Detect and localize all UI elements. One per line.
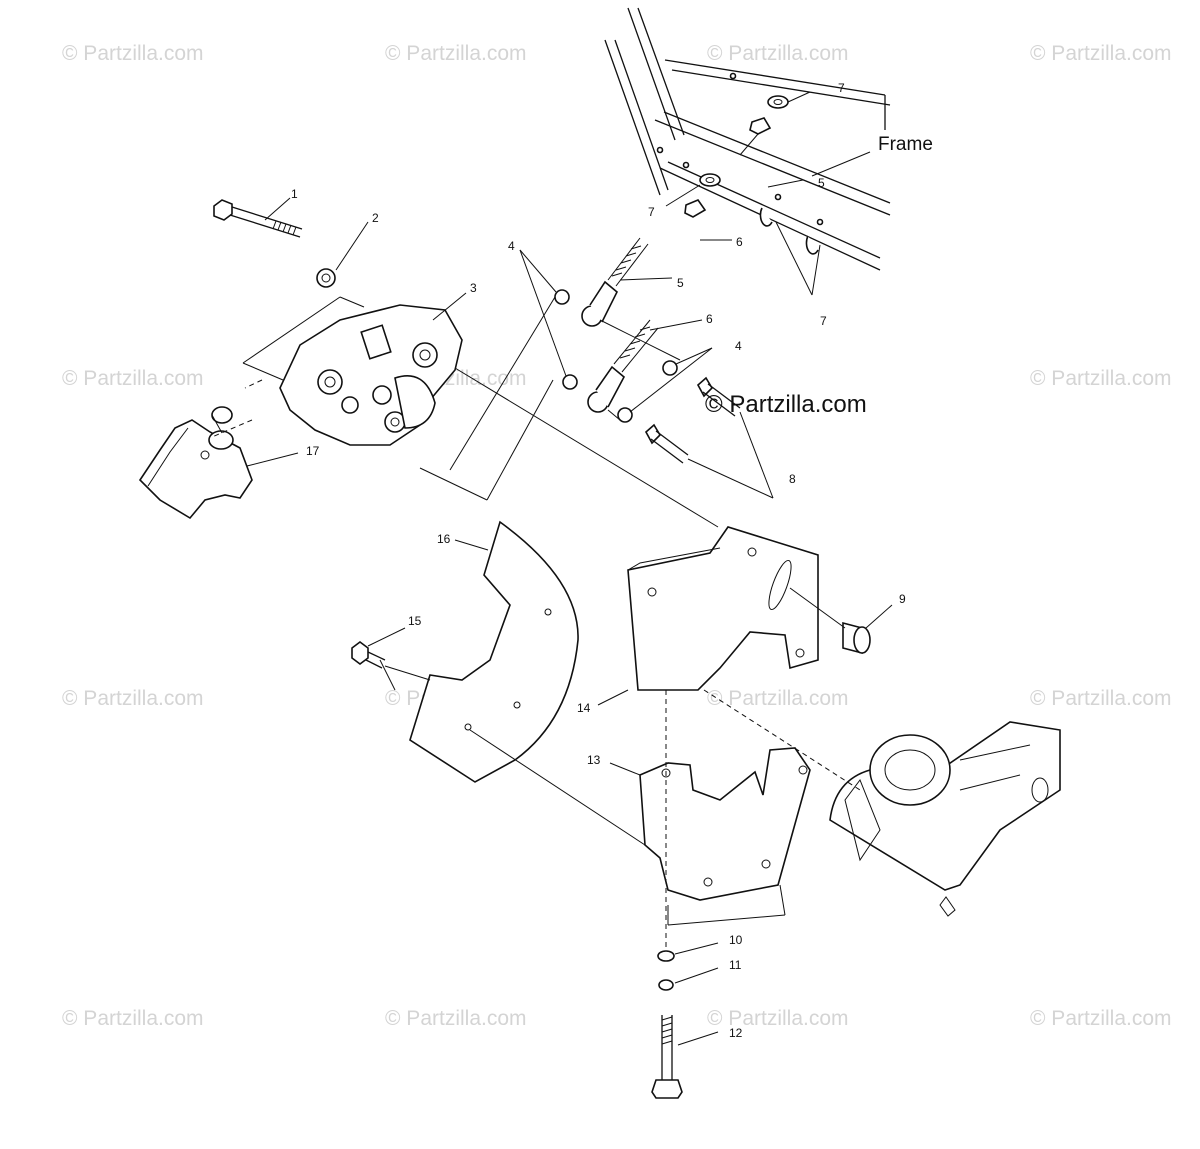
lower-hardware xyxy=(651,950,683,1099)
part-17-brake-pad xyxy=(138,406,253,520)
watermark: © Partzilla.com xyxy=(62,687,204,710)
callout-3: 3 xyxy=(470,281,477,295)
callout-leaders xyxy=(246,91,893,1046)
watermark: © Partzilla.com xyxy=(62,42,204,65)
watermark: © Partzilla.com xyxy=(707,42,849,65)
callout-5: 5 xyxy=(677,276,684,290)
part-15-bolt xyxy=(351,641,386,669)
callout-13: 13 xyxy=(587,753,601,767)
centerlines xyxy=(211,379,861,950)
part-2-washer xyxy=(316,268,336,288)
axle-housing xyxy=(829,721,1061,917)
callout-7: 7 xyxy=(838,81,845,95)
watermark: © Partzilla.com xyxy=(385,1007,527,1030)
callout-4: 4 xyxy=(508,239,515,253)
callout-4: 4 xyxy=(735,339,742,353)
rod-ends xyxy=(554,237,741,464)
callout-7: 7 xyxy=(820,314,827,328)
watermark: © Partzilla.com xyxy=(1030,1007,1172,1030)
frame-hardware xyxy=(656,72,824,255)
watermarks: © Partzilla.com © Partzilla.com © Partzi… xyxy=(62,42,1172,1030)
callout-12: 12 xyxy=(729,1026,743,1040)
callout-8: 8 xyxy=(789,472,796,486)
callout-10: 10 xyxy=(729,933,743,947)
assembly-lines xyxy=(242,296,846,926)
callout-9: 9 xyxy=(899,592,906,606)
part-16-disc xyxy=(409,520,579,783)
callout-1: 1 xyxy=(291,187,298,201)
callout-7: 7 xyxy=(648,205,655,219)
watermark: © Partzilla.com xyxy=(1030,42,1172,65)
watermark: © Partzilla.com xyxy=(707,687,849,710)
callout-5: 5 xyxy=(818,176,825,190)
frame-assembly: Frame xyxy=(604,7,933,271)
callout-17: 17 xyxy=(306,444,320,458)
part-14-bracket xyxy=(627,526,819,691)
callout-numbers: 1 2 3 4 4 5 5 6 6 7 7 7 8 9 10 11 12 13 … xyxy=(291,81,906,1040)
watermark: © Partzilla.com xyxy=(1030,367,1172,390)
callout-6: 6 xyxy=(706,312,713,326)
watermark: © Partzilla.com xyxy=(385,42,527,65)
frame-label: Frame xyxy=(878,134,933,155)
part-9-bushing xyxy=(842,621,871,655)
watermark: © Partzilla.com xyxy=(1030,687,1172,710)
part-1-bolt xyxy=(213,199,303,238)
part-3-caliper xyxy=(279,304,463,446)
callout-14: 14 xyxy=(577,701,591,715)
watermark: © Partzilla.com xyxy=(62,1007,204,1030)
watermark: © Partzilla.com xyxy=(62,367,204,390)
callout-15: 15 xyxy=(408,614,422,628)
callout-11: 11 xyxy=(729,958,742,972)
watermark: © Partzilla.com xyxy=(707,1007,849,1030)
callout-6: 6 xyxy=(736,235,743,249)
part-13-saddle xyxy=(639,747,811,901)
callout-16: 16 xyxy=(437,532,451,546)
callout-2: 2 xyxy=(372,211,379,225)
brand-mark: © Partzilla.com xyxy=(705,391,867,418)
